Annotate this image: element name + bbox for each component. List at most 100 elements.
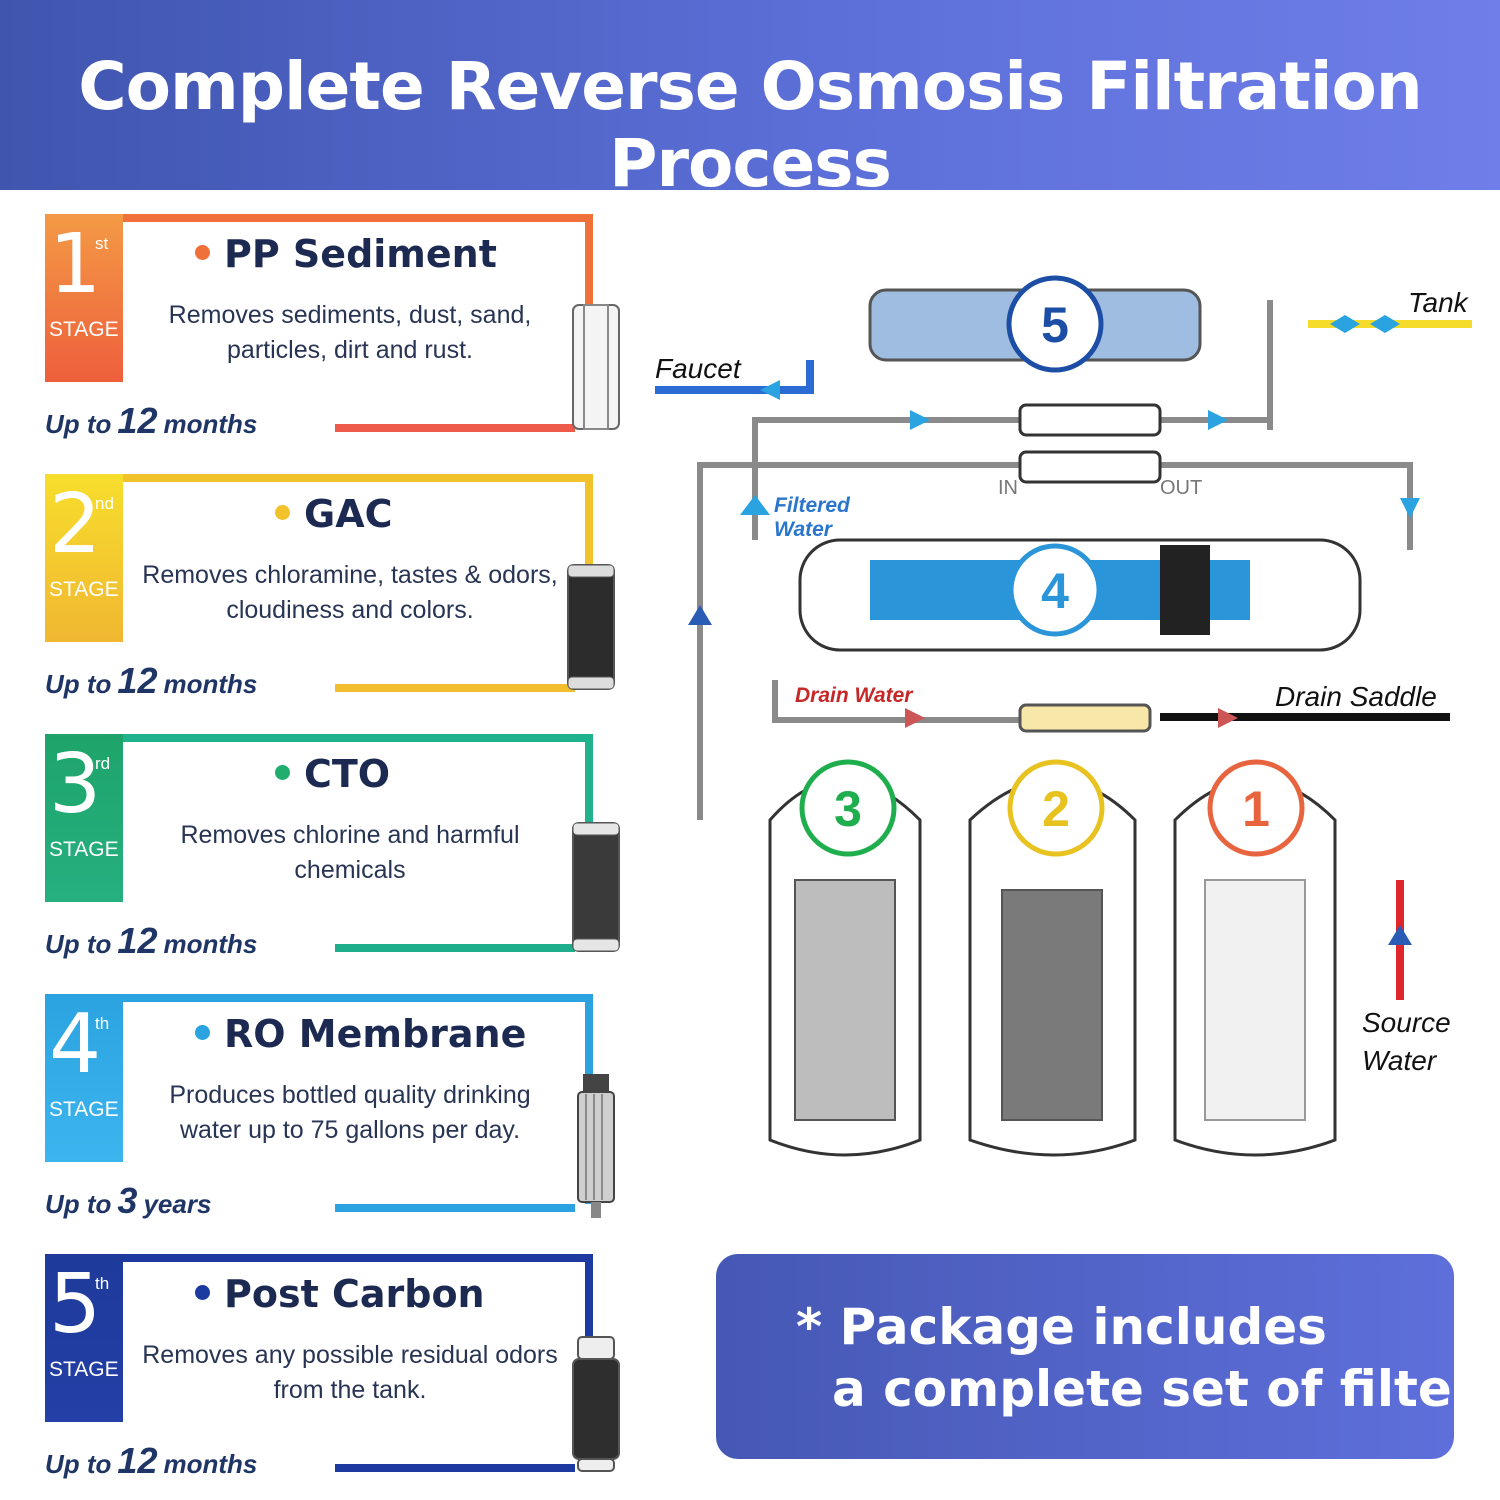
stage-4-number-circle	[1008, 543, 1102, 637]
flow-arrow-icon	[905, 708, 925, 728]
life-value: 12	[117, 660, 158, 701]
flow-arrow-icon	[1400, 498, 1420, 518]
tubing	[697, 300, 1413, 820]
stage-1-number: 1	[1242, 781, 1270, 837]
flow-arrow-icon	[760, 380, 780, 400]
stage-badge: 2 nd STAGE	[45, 474, 123, 642]
drain-water-label: Drain Water	[795, 684, 914, 707]
stage-label: STAGE	[49, 1358, 119, 1381]
stage-2-number-circle	[1007, 759, 1105, 857]
in-label: IN	[998, 477, 1018, 499]
stage-number: 2	[49, 477, 102, 572]
package-banner: * Package includes a complete set of fil…	[716, 1254, 1500, 1459]
life-unit: years	[143, 1189, 212, 1219]
flow-arrow-icon	[1388, 925, 1412, 945]
stage-5-number: 5	[1041, 297, 1069, 353]
bullet-dot	[275, 765, 290, 780]
stage-description: Produces bottled quality drinking water …	[169, 1081, 531, 1144]
stage-3-number: 3	[834, 781, 862, 837]
stage-underline	[335, 944, 575, 952]
package-line-2: a complete set of filters	[832, 1360, 1500, 1418]
stage-name: RO Membrane	[224, 1012, 527, 1056]
stage-card-4: 4 th STAGE RO Membrane Produces bottled …	[45, 994, 615, 1224]
package-line-1: * Package includes	[796, 1298, 1327, 1356]
life-prefix: Up to	[45, 669, 112, 699]
stage-2-number: 2	[1042, 781, 1070, 837]
life-value: 12	[117, 1440, 158, 1481]
ro-system-diagram: 5 IN OUT 4 3 2 1 Tank Faucet Filtered Wa…	[655, 275, 1472, 1157]
bullet-dot	[195, 1285, 210, 1300]
page-title: Complete Reverse Osmosis Filtration Proc…	[78, 48, 1423, 202]
stage-5-number-circle	[1006, 275, 1104, 373]
faucet-label: Faucet	[655, 353, 742, 384]
life-value: 3	[117, 1180, 138, 1221]
stage-ordinal: rd	[95, 754, 111, 773]
stage-description: Removes chlorine and harmful chemicals	[180, 821, 520, 884]
stage-title: CTO	[275, 752, 390, 796]
stage-name: Post Carbon	[224, 1272, 485, 1316]
life-unit: months	[163, 669, 258, 699]
stage-card-5: 5 th STAGE Post Carbon Removes any possi…	[45, 1254, 620, 1484]
flow-arrow-icon	[1370, 315, 1400, 333]
bullet-dot	[275, 505, 290, 520]
flow-arrow-icon	[1218, 708, 1238, 728]
stage-title: PP Sediment	[195, 232, 497, 276]
stage-3-number-circle	[799, 759, 897, 857]
life-value: 12	[117, 920, 158, 961]
housing-3	[768, 778, 922, 1157]
stage-label: STAGE	[49, 838, 119, 861]
stage-title: GAC	[275, 492, 393, 536]
life-prefix: Up to	[45, 409, 112, 439]
life-unit: months	[163, 409, 258, 439]
stage-number: 4	[49, 997, 102, 1092]
stage-card-3: 3 rd STAGE CTO Removes chlorine and harm…	[45, 734, 620, 964]
life-prefix: Up to	[45, 1449, 112, 1479]
life-value: 12	[117, 400, 158, 441]
stage-label: STAGE	[49, 1098, 119, 1121]
stage-description: Removes any possible residual odors from…	[142, 1341, 558, 1404]
stage-title: Post Carbon	[195, 1272, 485, 1316]
stage-ordinal: nd	[95, 494, 114, 513]
valve-bottom	[1018, 450, 1162, 484]
stage-badge: 4 th STAGE	[45, 994, 123, 1162]
filtered-water-label-2: Water	[774, 518, 834, 541]
stage-badge: 3 rd STAGE	[45, 734, 123, 902]
stage-underline	[335, 424, 575, 432]
stage-label: STAGE	[49, 318, 119, 341]
life-unit: months	[163, 1449, 258, 1479]
stage-name: PP Sediment	[224, 232, 497, 276]
post-carbon-cartridge-icon	[572, 1336, 620, 1472]
stage-underline	[335, 1204, 575, 1212]
housing-2	[968, 778, 1137, 1157]
flow-arrow-icon	[1208, 410, 1228, 430]
stage-name: CTO	[304, 752, 391, 796]
bullet-dot	[195, 1025, 210, 1040]
faucet-line	[655, 360, 814, 394]
stage-ordinal: th	[95, 1274, 110, 1293]
flow-arrow-icon	[740, 495, 770, 515]
stage-ordinal: st	[95, 234, 109, 253]
filtered-water-label-1: Filtered	[774, 494, 851, 517]
flow-arrow-icon	[910, 410, 930, 430]
stage-card-1: 1 st STAGE PP Sediment Removes sediments…	[45, 214, 620, 444]
stage-underline	[335, 684, 575, 692]
stage-number: 1	[49, 217, 102, 312]
source-water-label-2: Water	[1362, 1045, 1438, 1076]
stage-description: Removes sediments, dust, sand, particles…	[168, 301, 532, 364]
stage-underline	[335, 1464, 575, 1472]
valve-top	[1018, 403, 1162, 437]
stage-title: RO Membrane	[195, 1012, 526, 1056]
header-banner: Complete Reverse Osmosis Filtration Proc…	[0, 0, 1500, 202]
stage-name: GAC	[304, 492, 393, 536]
life-prefix: Up to	[45, 1189, 112, 1219]
ro-membrane-icon	[577, 1074, 615, 1218]
flow-restrictor	[1018, 703, 1152, 733]
life-unit: months	[163, 929, 258, 959]
stage-label: STAGE	[49, 578, 119, 601]
carbon-cartridge-icon	[567, 564, 615, 690]
flow-arrow-icon	[688, 605, 712, 625]
